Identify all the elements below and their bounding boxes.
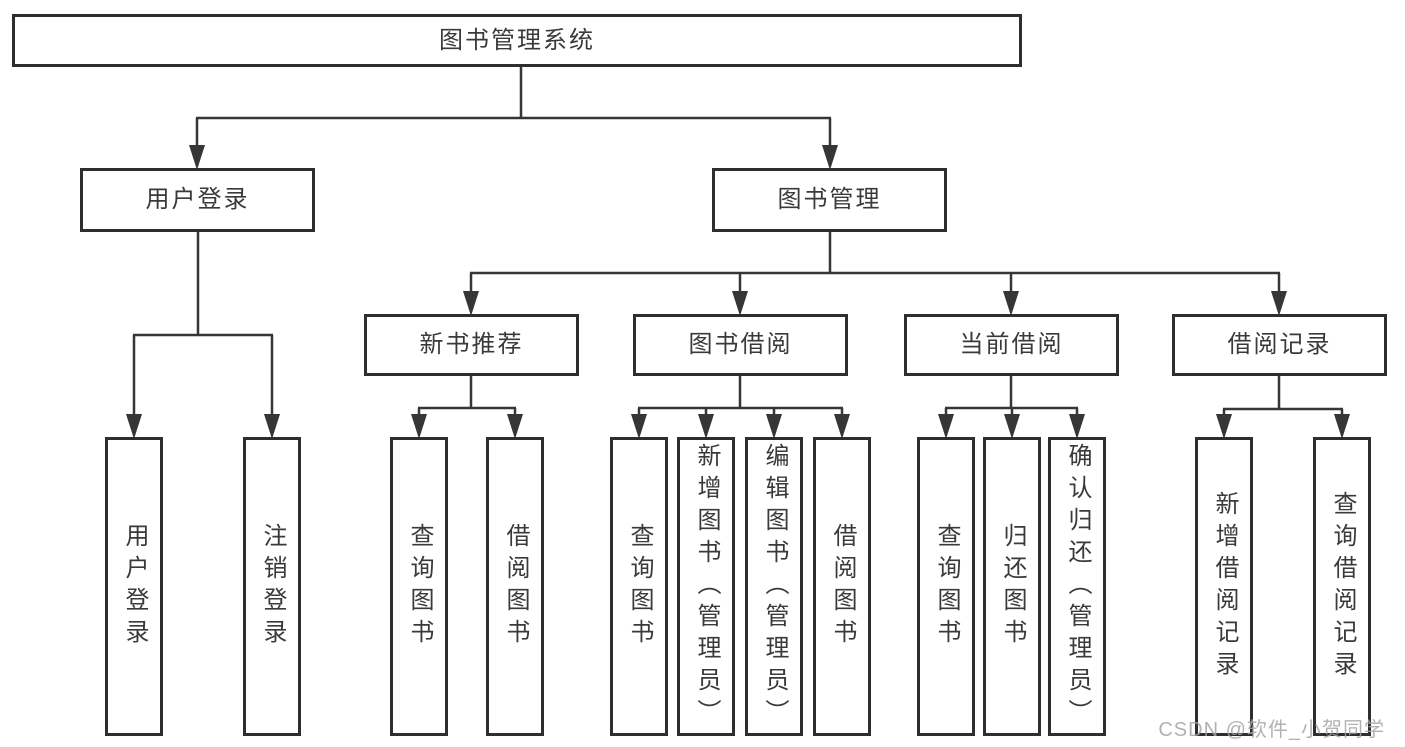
node-label: 编辑图书（管理员） <box>761 442 788 731</box>
node-label: 归还图书 <box>999 522 1026 651</box>
node-label: 图书借阅 <box>688 331 793 358</box>
node-label: 用户登录 <box>121 522 148 651</box>
node-label: 用户登录 <box>145 186 250 213</box>
node-borrowing-records: 借阅记录 <box>1172 314 1387 376</box>
node-label: 新书推荐 <box>419 331 524 358</box>
node-leaf-logout: 注销登录 <box>243 437 301 736</box>
connector-current-borrowing-to-leaves <box>944 376 1079 422</box>
arrowhead-icon <box>264 414 280 439</box>
node-leaf-query-books-1: 查询图书 <box>390 437 448 736</box>
arrowhead-icon <box>1334 414 1350 439</box>
node-book-management-branch: 图书管理 <box>712 168 947 232</box>
arrowhead-icon <box>732 291 748 316</box>
node-label: 查询图书 <box>933 522 960 651</box>
arrowhead-icon <box>766 414 782 439</box>
node-label: 当前借阅 <box>959 331 1064 358</box>
connector-user-login-to-leaves <box>132 232 274 420</box>
node-label: 注销登录 <box>259 522 286 651</box>
arrowhead-icon <box>938 414 954 439</box>
node-label: 借阅图书 <box>502 522 529 651</box>
arrowhead-icon <box>1069 414 1085 439</box>
node-user-login-branch: 用户登录 <box>80 168 315 232</box>
node-leaf-query-borrow-record: 查询借阅记录 <box>1313 437 1371 736</box>
connector-book-borrowing-to-leaves <box>637 376 844 422</box>
node-label: 借阅图书 <box>829 522 856 651</box>
csdn-watermark: CSDN @软件_小贺同学 <box>1158 719 1385 741</box>
arrowhead-icon <box>1004 414 1020 439</box>
node-label: 新增图书（管理员） <box>693 442 720 731</box>
node-leaf-borrow-books-2: 借阅图书 <box>813 437 871 736</box>
arrowhead-icon <box>698 414 714 439</box>
arrowhead-icon <box>189 145 205 170</box>
node-label: 图书管理系统 <box>439 26 595 54</box>
arrowhead-icon <box>126 414 142 439</box>
arrowhead-icon <box>631 414 647 439</box>
arrowhead-icon <box>507 414 523 439</box>
connector-book-management-to-level2 <box>469 232 1281 298</box>
node-leaf-add-books-admin: 新增图书（管理员） <box>677 437 735 736</box>
arrowhead-icon <box>411 414 427 439</box>
node-label: 确认归还（管理员） <box>1064 442 1091 731</box>
arrowhead-icon <box>1003 291 1019 316</box>
node-leaf-user-login: 用户登录 <box>105 437 163 736</box>
node-leaf-confirm-return-admin: 确认归还（管理员） <box>1048 437 1106 736</box>
arrowhead-icon <box>1271 291 1287 316</box>
node-new-book-recommendation: 新书推荐 <box>364 314 579 376</box>
arrowhead-icon <box>463 291 479 316</box>
node-label: 查询图书 <box>626 522 653 651</box>
node-book-borrowing: 图书借阅 <box>633 314 848 376</box>
connector-new-book-to-leaves <box>417 376 517 422</box>
node-library-management-system: 图书管理系统 <box>12 14 1022 67</box>
node-leaf-add-borrow-record: 新增借阅记录 <box>1195 437 1253 736</box>
node-label: 查询图书 <box>406 522 433 651</box>
connector-borrowing-records-to-leaves <box>1222 376 1344 422</box>
node-label: 图书管理 <box>777 186 882 213</box>
node-label: 查询借阅记录 <box>1329 490 1356 683</box>
node-current-borrowing: 当前借阅 <box>904 314 1119 376</box>
connector-root-to-level1 <box>195 67 832 150</box>
node-leaf-borrow-books-1: 借阅图书 <box>486 437 544 736</box>
node-leaf-query-books-3: 查询图书 <box>917 437 975 736</box>
node-leaf-edit-books-admin: 编辑图书（管理员） <box>745 437 803 736</box>
arrowhead-icon <box>822 145 838 170</box>
arrowhead-icon <box>834 414 850 439</box>
node-label: 借阅记录 <box>1227 331 1332 358</box>
node-leaf-query-books-2: 查询图书 <box>610 437 668 736</box>
node-label: 新增借阅记录 <box>1211 490 1238 683</box>
node-leaf-return-books: 归还图书 <box>983 437 1041 736</box>
arrowhead-icon <box>1216 414 1232 439</box>
